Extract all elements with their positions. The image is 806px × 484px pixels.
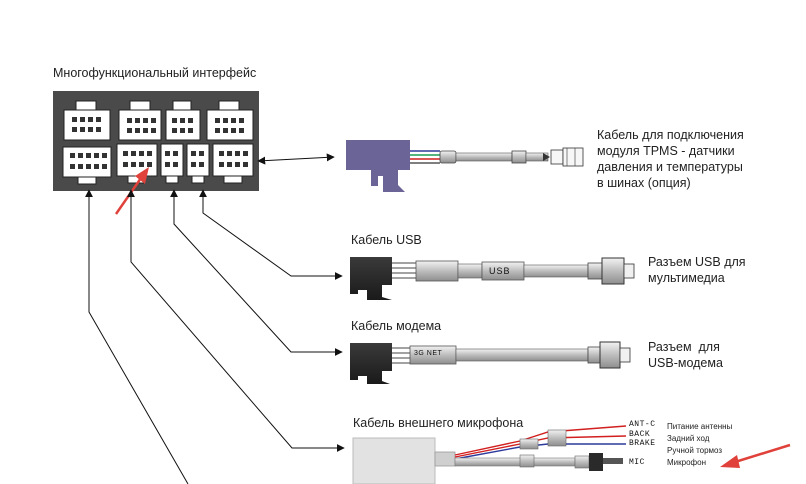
modem-connector-label: Разъем для USB-модема xyxy=(648,339,723,371)
socket-top-2 xyxy=(118,100,162,141)
wire-code-back: BACK xyxy=(629,430,651,439)
usb-connector-label: Разъем USB для мультимедиа xyxy=(648,254,746,286)
usb-connector-line-2: мультимедиа xyxy=(648,271,725,285)
modem-plug-text: 3G NET xyxy=(414,350,443,357)
tpms-cable xyxy=(346,140,584,192)
mic-cable xyxy=(352,425,627,484)
connection-lines xyxy=(85,153,345,484)
wire-desc-ant-c: Питание антенны xyxy=(667,422,733,431)
modem-connector-line-2: USB-модема xyxy=(648,356,723,370)
usb-cable xyxy=(350,257,635,300)
tpms-line-3: давления и температуры xyxy=(597,160,743,174)
modem-cable-label: Кабель модема xyxy=(351,319,442,333)
line-aux xyxy=(85,189,189,484)
socket-bottom-3 xyxy=(160,143,184,184)
socket-top-3 xyxy=(165,100,201,141)
usb-connector-line-1: Разъем USB для xyxy=(648,255,746,269)
interface-connector-box xyxy=(53,91,259,191)
tpms-line-1: Кабель для подключения xyxy=(597,128,744,142)
socket-top-1 xyxy=(63,100,111,141)
socket-top-4 xyxy=(206,100,254,141)
wire-desc-brake: Ручной тормоз xyxy=(667,446,723,455)
socket-bottom-4 xyxy=(186,143,210,184)
line-usb xyxy=(199,189,343,280)
wire-code-brake: BRAKE xyxy=(629,439,656,448)
wire-code-mic: MIC xyxy=(629,458,645,467)
line-tpms xyxy=(257,153,335,165)
tpms-line-2: модуля TPMS - датчики xyxy=(597,144,735,158)
interface-title: Многофункциональный интерфейс xyxy=(53,66,257,80)
socket-bottom-5 xyxy=(212,143,254,184)
line-mic-1 xyxy=(127,189,345,452)
mic-cable-label: Кабель внешнего микрофона xyxy=(353,416,524,430)
socket-bottom-1 xyxy=(62,146,112,185)
wire-code-ant-c: ANT-C xyxy=(629,420,656,429)
wire-desc-mic: Микрофон xyxy=(667,458,706,467)
modem-cable xyxy=(350,341,631,384)
red-pointer-arrow-mic xyxy=(720,443,791,468)
usb-cable-label: Кабель USB xyxy=(351,233,422,247)
tpms-cable-label: Кабель для подключения модуля TPMS - дат… xyxy=(597,127,744,191)
modem-connector-line-1: Разъем для xyxy=(648,340,720,354)
tpms-line-4: в шинах (опция) xyxy=(597,176,691,190)
wire-desc-back: Задний ход xyxy=(667,434,710,443)
line-modem xyxy=(170,189,343,356)
usb-plug-text: USB xyxy=(489,266,511,276)
